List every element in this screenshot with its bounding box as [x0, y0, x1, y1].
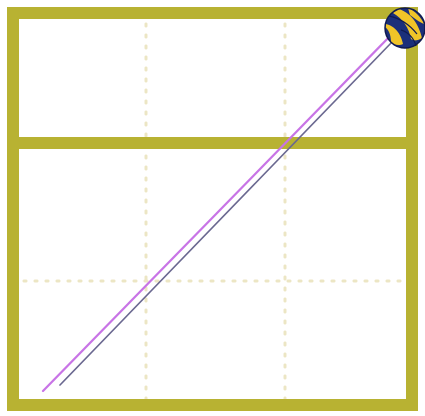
volleyball-icon[interactable] [385, 8, 425, 48]
court-surface [13, 13, 412, 405]
